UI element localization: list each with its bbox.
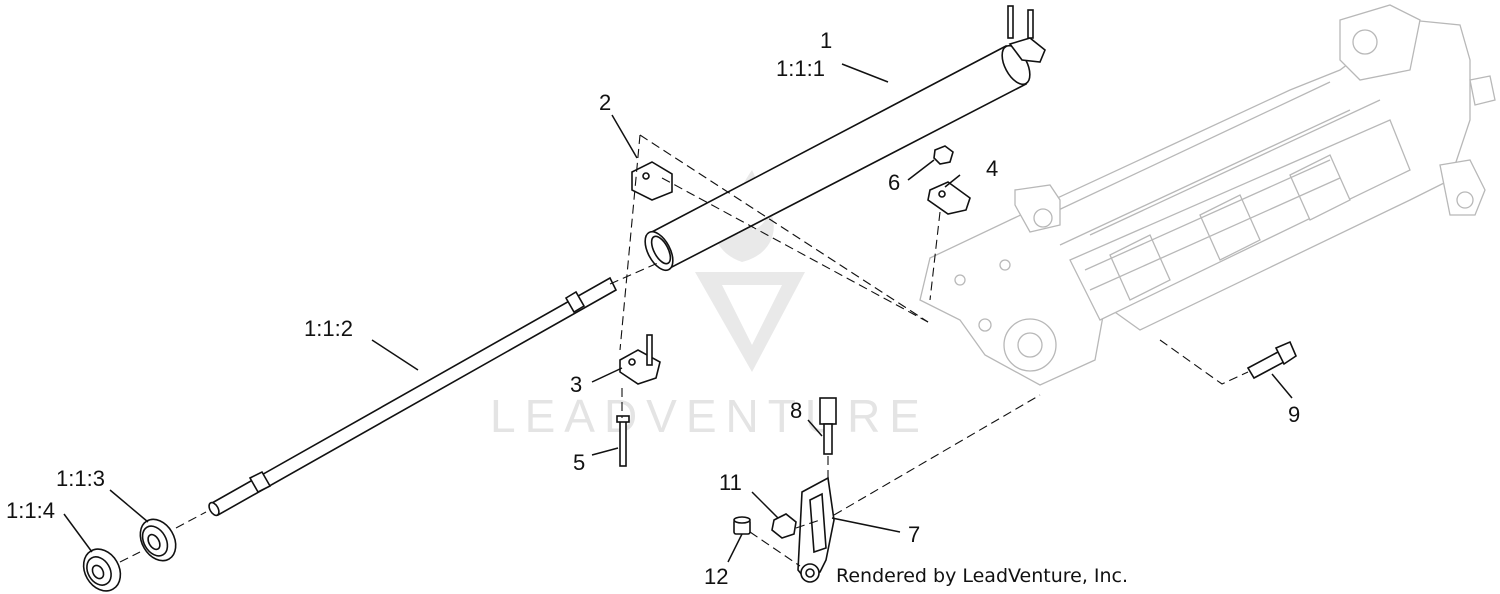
- credit-text: Rendered by LeadVenture, Inc.: [836, 565, 1128, 587]
- lever-part-7: [797, 476, 835, 583]
- callout-1-1-1: 1:1:1: [776, 56, 825, 81]
- fitting-part-8: [819, 397, 837, 455]
- callout-labels: 1 1:1:1 2 3 4 5 6 7 8 9 11 12 1:1:2 1:1:…: [6, 28, 1300, 589]
- callout-1-1-2: 1:1:2: [304, 316, 353, 341]
- callout-6: 6: [888, 170, 900, 195]
- callout-7: 7: [908, 522, 920, 547]
- callout-11: 11: [719, 470, 742, 495]
- callout-1-1-3: 1:1:3: [56, 466, 105, 491]
- callout-2: 2: [599, 90, 611, 115]
- screw-part-5: [616, 415, 630, 467]
- leader-lines: [63, 63, 1293, 563]
- callout-5: 5: [573, 450, 585, 475]
- roller-shaft: [208, 276, 618, 517]
- cutting-unit-frame: [919, 4, 1496, 386]
- callout-9: 9: [1288, 402, 1300, 427]
- callout-4: 4: [986, 156, 998, 181]
- clamp-part-3: [619, 334, 661, 385]
- callout-1: 1: [820, 28, 832, 53]
- nut-part-6: [933, 145, 954, 165]
- bushing-part-12: [733, 516, 751, 535]
- callout-8: 8: [790, 398, 802, 423]
- assembly-lines: [119, 134, 1249, 567]
- plate-part-4: [927, 181, 971, 215]
- bracket-part-2: [631, 161, 673, 201]
- bearing-1-1-4: [82, 548, 122, 592]
- nut-part-11: [771, 513, 797, 539]
- bolt-part-9: [1246, 340, 1297, 380]
- callout-1-1-4: 1:1:4: [6, 498, 55, 523]
- callout-3: 3: [570, 372, 582, 397]
- watermark-text: LEADVENTURE: [490, 390, 929, 442]
- bearing-1-1-3: [139, 518, 177, 562]
- roller-tube: [644, 5, 1046, 272]
- callout-12: 12: [704, 564, 728, 589]
